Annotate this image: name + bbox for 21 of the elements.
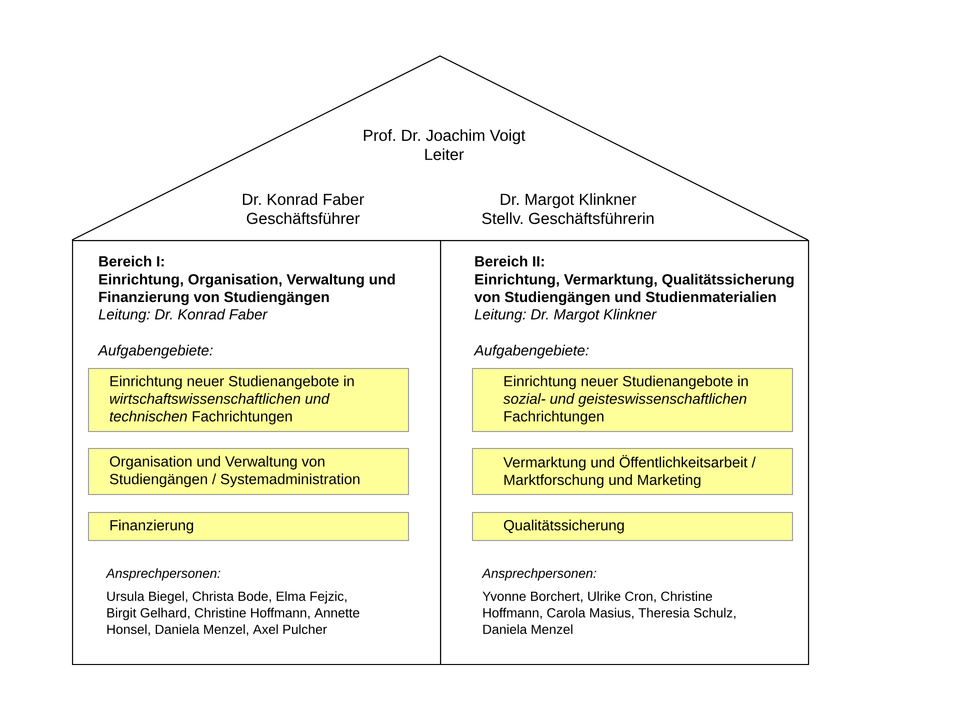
section-heading: Einrichtung, Organisation, Verwaltung und Finanzierung von Studiengängen bbox=[99, 274, 395, 306]
task-box: Einrichtung neuer Studienangebote in wirtschaftswissenschaftlichen und technischen Fachrichtungen bbox=[88, 368, 409, 432]
task-box: Qualitätssicherung bbox=[472, 512, 793, 541]
subheading: Aufgabengebiete: bbox=[98, 344, 213, 358]
section-heading: Einrichtung, Vermarktung, Qualitätssicherung von Studiengängen und Studienmaterialien bbox=[474, 274, 794, 306]
task-box: Finanzierung bbox=[88, 512, 409, 541]
task-box: Vermarktung und Öffentlichkeitsarbeit / Marktforschung und Marketing bbox=[472, 448, 793, 495]
subheading: Ansprechpersonen: bbox=[482, 568, 596, 581]
section-title: Bereich II: bbox=[475, 256, 544, 267]
subheading: Aufgabengebiete: bbox=[474, 344, 589, 358]
lead-note: Leitung: Dr. Margot Klinkner bbox=[474, 308, 657, 322]
contact-list: Ursula Biegel, Christa Bode, Elma Fejzic, Birgit Gelhard, Christine Hoffmann, Annette Honsel, Daniela Menzel, Axel Pulcher bbox=[107, 591, 360, 636]
task-box: Organisation und Verwaltung von Studiengängen / Systemadministration bbox=[88, 448, 409, 495]
name-and-role: Prof. Dr. Joachim Voigt Leiter bbox=[364, 129, 526, 160]
task-box: Einrichtung neuer Studienangebote in sozial- und geisteswissenschaftlichen Fachrichtungen bbox=[472, 368, 793, 432]
contact-list: Yvonne Borchert, Ulrike Cron, Christine Hoffmann, Carola Masius, Theresia Schulz, Daniela Menzel bbox=[482, 591, 736, 634]
section-title: Bereich I: bbox=[99, 256, 164, 267]
name-and-role: Dr. Margot Klinkner Stellv. Geschäftsführerin bbox=[482, 193, 654, 224]
lead-note: Leitung: Dr. Konrad Faber bbox=[98, 308, 268, 322]
subheading: Ansprechpersonen: bbox=[106, 568, 220, 581]
name-and-role: Dr. Konrad Faber Geschäftsführer bbox=[242, 193, 364, 224]
